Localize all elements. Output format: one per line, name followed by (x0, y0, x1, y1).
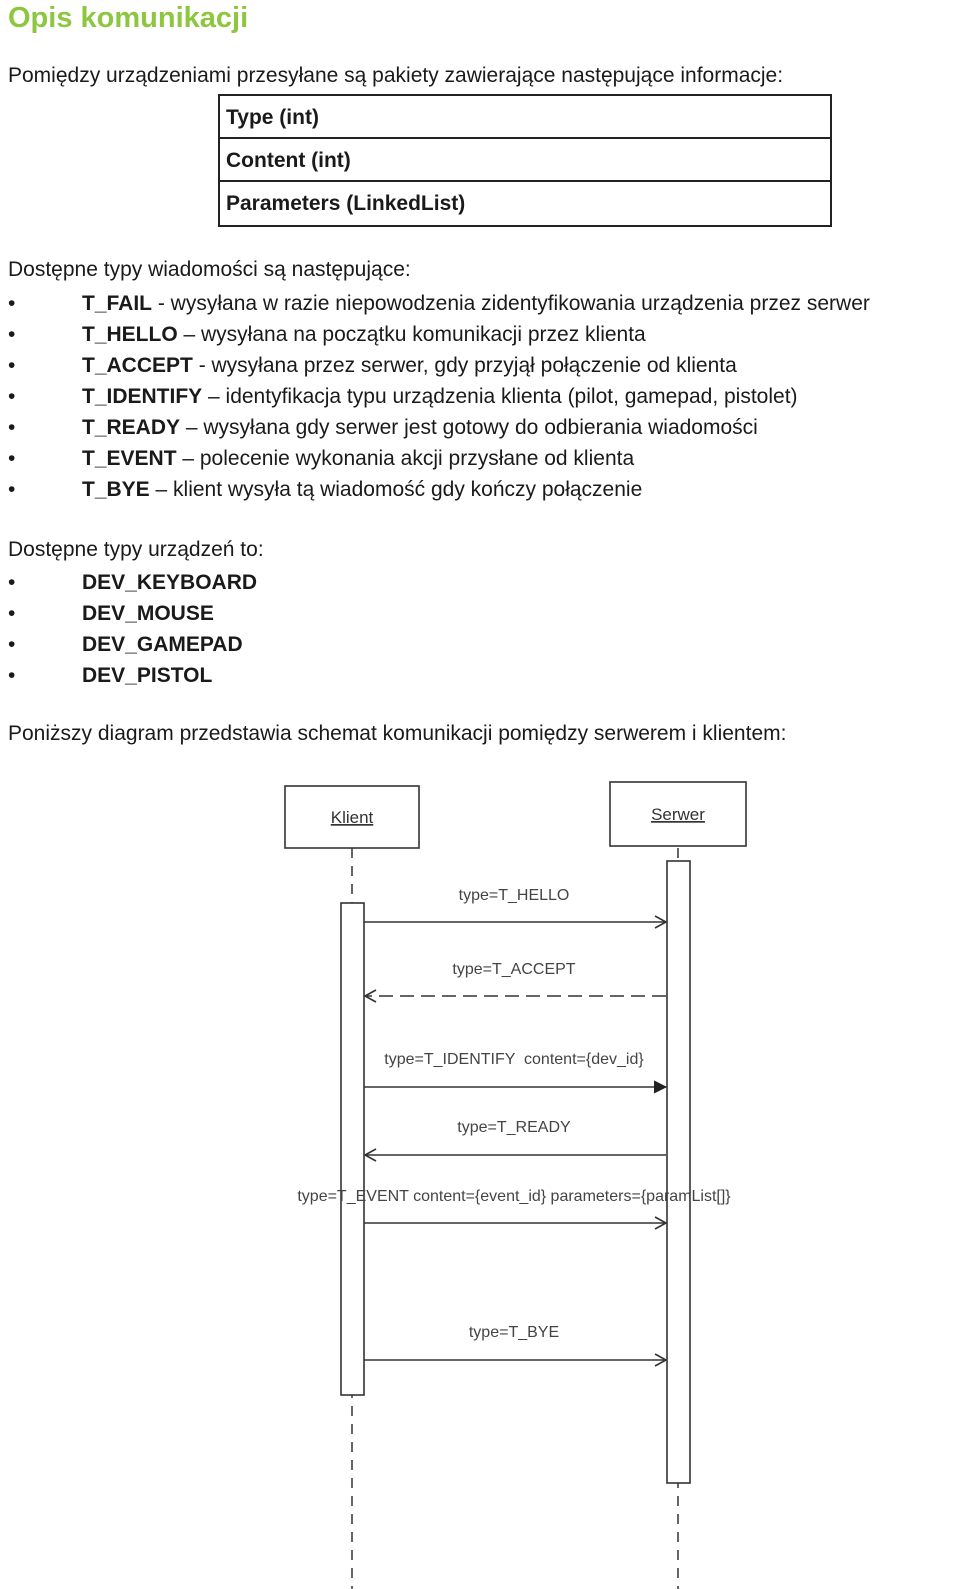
client-participant: Klient (284, 785, 420, 849)
message-label-accept: type=T_ACCEPT (452, 961, 575, 978)
message-label-bye: type=T_BYE (469, 1324, 559, 1341)
bullet-icon: • (8, 602, 16, 625)
message-label-ready: type=T_READY (457, 1119, 571, 1136)
packet-field-type: Type (int) (220, 96, 830, 139)
message-type-desc: – wysyłana na początku komunikacji przez… (177, 323, 646, 346)
message-label-hello: type=T_HELLO (459, 887, 570, 904)
packet-structure-table: Type (int) Content (int) Parameters (Lin… (218, 94, 832, 227)
device-type-code: DEV_PISTOL (82, 664, 213, 687)
message-type-code: T_FAIL (82, 292, 153, 315)
message-label-identify: type=T_IDENTIFY content={dev_id} (384, 1051, 644, 1068)
bullet-icon: • (8, 447, 16, 470)
sequence-diagram: Klient Serwer type=T_HELLO type=T_ACCEPT… (284, 781, 747, 1589)
message-type-desc: – wysyłana gdy serwer jest gotowy do odb… (180, 416, 758, 439)
client-activation-bar (340, 902, 365, 1396)
message-type-desc: - wysyłana przez serwer, gdy przyjął poł… (192, 354, 737, 377)
client-label: Klient (331, 808, 374, 827)
bullet-icon: • (8, 292, 16, 315)
bullet-icon: • (8, 478, 16, 501)
bullet-icon: • (8, 571, 16, 594)
device-type-code: DEV_MOUSE (82, 602, 214, 625)
packet-field-content: Content (int) (220, 139, 830, 182)
server-participant: Serwer (609, 781, 747, 847)
packet-field-parameters: Parameters (LinkedList) (226, 192, 466, 215)
message-types-heading: Dostępne typy wiadomości są następujące: (8, 258, 411, 281)
message-type-desc: – identyfikacja typu urządzenia klienta … (202, 385, 798, 408)
message-type-code: T_ACCEPT (82, 354, 193, 377)
device-type-code: DEV_GAMEPAD (82, 633, 243, 656)
message-type-code: T_BYE (82, 478, 150, 501)
message-type-code: T_HELLO (82, 323, 178, 346)
message-type-desc: - wysyłana w razie niepowodzenia zidenty… (152, 292, 870, 315)
message-type-desc: – klient wysyła tą wiadomość gdy kończy … (149, 478, 643, 501)
bullet-icon: • (8, 385, 16, 408)
message-type-code: T_IDENTIFY (82, 385, 203, 408)
server-activation-bar (666, 860, 691, 1484)
message-type-code: T_READY (82, 416, 181, 439)
message-type-desc: – polecenie wykonania akcji przysłane od… (176, 447, 635, 470)
server-label: Serwer (651, 805, 705, 824)
page-title: Opis komunikacji (8, 2, 249, 34)
device-types-heading: Dostępne typy urządzeń to: (8, 538, 264, 561)
message-type-code: T_EVENT (82, 447, 177, 470)
bullet-icon: • (8, 354, 16, 377)
device-type-code: DEV_KEYBOARD (82, 571, 258, 594)
diagram-intro-text: Poniższy diagram przedstawia schemat kom… (8, 722, 787, 745)
packet-intro-text: Pomiędzy urządzeniami przesyłane są paki… (8, 64, 784, 87)
bullet-icon: • (8, 664, 16, 687)
bullet-icon: • (8, 416, 16, 439)
message-label-event: type=T_EVENT content={event_id} paramete… (297, 1188, 731, 1205)
bullet-icon: • (8, 323, 16, 346)
bullet-icon: • (8, 633, 16, 656)
